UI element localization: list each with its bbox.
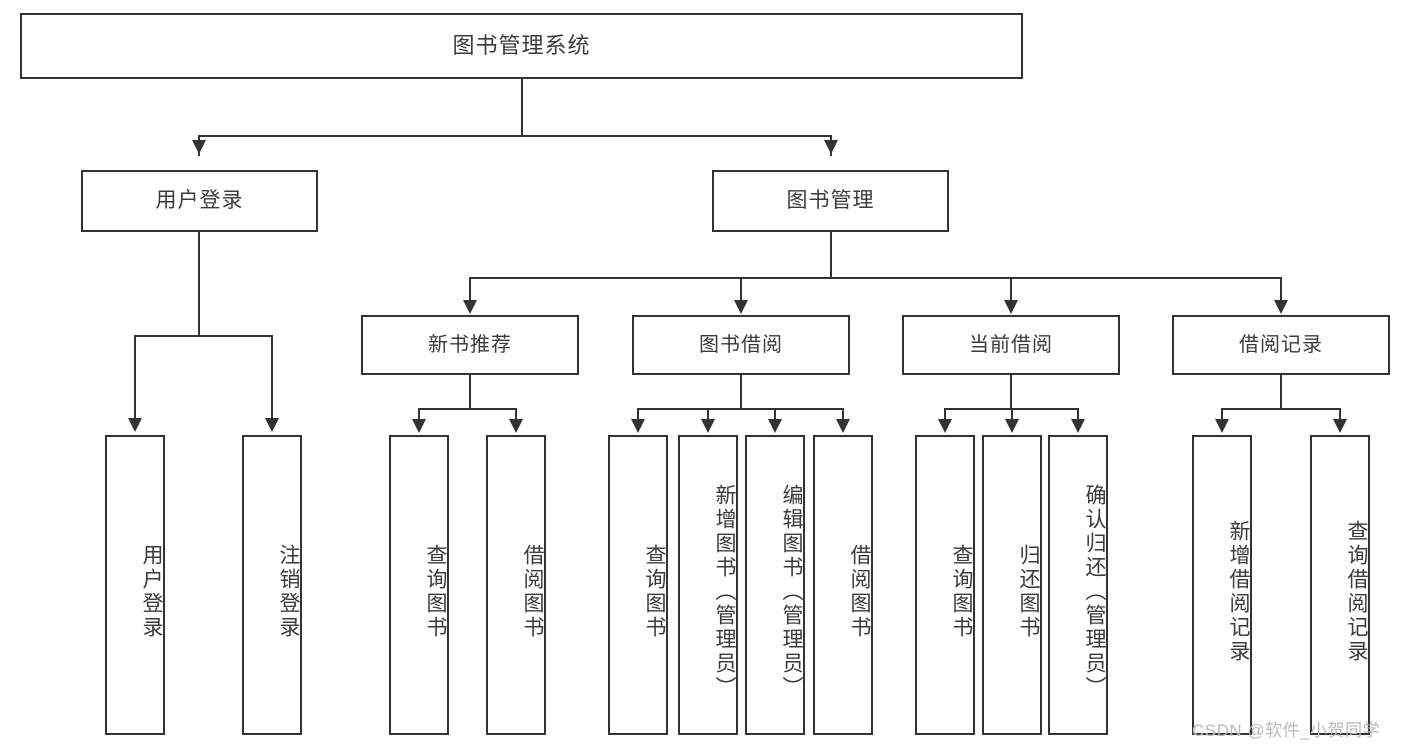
node-label: 查询图书 [424,544,447,640]
node-leaf-query-borrow-record[interactable]: 查询借阅记录 [1310,435,1370,735]
connector-new-book-stem [469,375,471,408]
arrow-bm-to-current-borrow [1004,300,1018,314]
arrow-root-to-user-login [192,140,206,154]
node-label: 当前借阅 [969,333,1053,356]
connector-cb-to-leaf-3 [1077,408,1079,422]
node-leaf-borrow-book-1[interactable]: 借阅图书 [486,435,546,735]
connector-bm-to-borrow-record [1280,277,1282,302]
node-leaf-return-book[interactable]: 归还图书 [982,435,1042,735]
node-label: 注销登录 [277,544,300,640]
connector-current-borrow-stem [1010,375,1012,408]
node-leaf-query-book-2[interactable]: 查询图书 [608,435,668,735]
arrow-bb-to-leaf-3 [768,419,782,433]
arrow-root-to-book-management [824,140,838,154]
connector-bb-to-leaf-4 [842,408,844,422]
node-label: 新增借阅记录 [1227,520,1250,664]
arrow-bm-to-new-book [463,300,477,314]
connector-new-book-bus [418,408,517,410]
arrow-cb-to-leaf-3 [1071,419,1085,433]
connector-cb-to-leaf-2 [1011,408,1013,422]
arrow-cb-to-leaf-1 [938,419,952,433]
connector-user-login-stem [198,232,200,335]
arrow-bm-to-borrow-record [1274,300,1288,314]
arrow-nb-to-leaf-1 [412,419,426,433]
connector-user-login-to-leaf-2 [271,335,273,420]
node-current-borrow[interactable]: 当前借阅 [902,315,1120,375]
node-leaf-edit-book-admin[interactable]: 编辑图书（管理员） [745,435,805,735]
node-label: 借阅图书 [521,544,544,640]
node-label: 图书管理系统 [452,33,591,59]
node-root-book-management-system[interactable]: 图书管理系统 [20,13,1023,79]
node-label: 查询图书 [950,544,973,640]
node-label: 查询借阅记录 [1345,520,1368,664]
connector-br-to-leaf-1 [1221,408,1223,422]
connector-root-bus [198,135,832,137]
node-leaf-borrow-book-2[interactable]: 借阅图书 [813,435,873,735]
node-leaf-add-book-admin[interactable]: 新增图书（管理员） [678,435,738,735]
connector-bb-to-leaf-1 [637,408,639,422]
connector-cb-to-leaf-1 [944,408,946,422]
arrow-user-login-to-leaf-2 [265,418,279,432]
node-label: 借阅图书 [848,544,871,640]
connector-nb-to-leaf-2 [515,408,517,422]
arrow-bm-to-book-borrow [734,300,748,314]
node-leaf-user-login[interactable]: 用户登录 [105,435,165,735]
connector-book-borrow-stem [740,375,742,408]
node-leaf-confirm-return-admin[interactable]: 确认归还（管理员） [1048,435,1108,735]
connector-borrow-record-stem [1280,375,1282,408]
node-leaf-query-book-3[interactable]: 查询图书 [915,435,975,735]
arrow-bb-to-leaf-2 [701,419,715,433]
node-borrow-record[interactable]: 借阅记录 [1172,315,1390,375]
arrow-br-to-leaf-1 [1215,419,1229,433]
connector-bm-to-new-book [469,277,471,302]
node-label: 用户登录 [140,544,163,640]
node-label: 新增图书（管理员） [713,484,736,700]
connector-book-borrow-bus [637,408,843,410]
connector-nb-to-leaf-1 [418,408,420,422]
connector-bm-to-current-borrow [1010,277,1012,302]
arrow-nb-to-leaf-2 [509,419,523,433]
node-label: 用户登录 [155,188,244,212]
node-leaf-add-borrow-record[interactable]: 新增借阅记录 [1192,435,1252,735]
arrow-br-to-leaf-2 [1333,419,1347,433]
node-leaf-query-book-1[interactable]: 查询图书 [389,435,449,735]
connector-br-to-leaf-2 [1339,408,1341,422]
node-label: 图书管理 [786,188,875,212]
node-label: 新书推荐 [428,333,512,356]
node-label: 确认归还（管理员） [1083,484,1106,700]
node-label: 借阅记录 [1239,333,1323,356]
arrow-bb-to-leaf-4 [836,419,850,433]
connector-bb-to-leaf-2 [707,408,709,422]
connector-user-login-to-leaf-1 [134,335,136,420]
connector-root-stem [521,79,523,135]
node-label: 编辑图书（管理员） [780,484,803,700]
node-book-management[interactable]: 图书管理 [712,170,949,232]
connector-book-management-bus [469,277,1281,279]
connector-bb-to-leaf-3 [774,408,776,422]
connector-book-management-stem [830,232,832,277]
connector-bm-to-book-borrow [740,277,742,302]
arrow-cb-to-leaf-2 [1005,419,1019,433]
node-book-borrow[interactable]: 图书借阅 [632,315,850,375]
connector-user-login-bus [134,335,272,337]
node-user-login[interactable]: 用户登录 [81,170,318,232]
node-new-book-recommend[interactable]: 新书推荐 [361,315,579,375]
node-label: 归还图书 [1017,544,1040,640]
node-leaf-logout-login[interactable]: 注销登录 [242,435,302,735]
node-label: 查询图书 [643,544,666,640]
arrow-bb-to-leaf-1 [631,419,645,433]
arrow-user-login-to-leaf-1 [128,418,142,432]
node-label: 图书借阅 [699,333,783,356]
connector-borrow-record-bus [1221,408,1340,410]
